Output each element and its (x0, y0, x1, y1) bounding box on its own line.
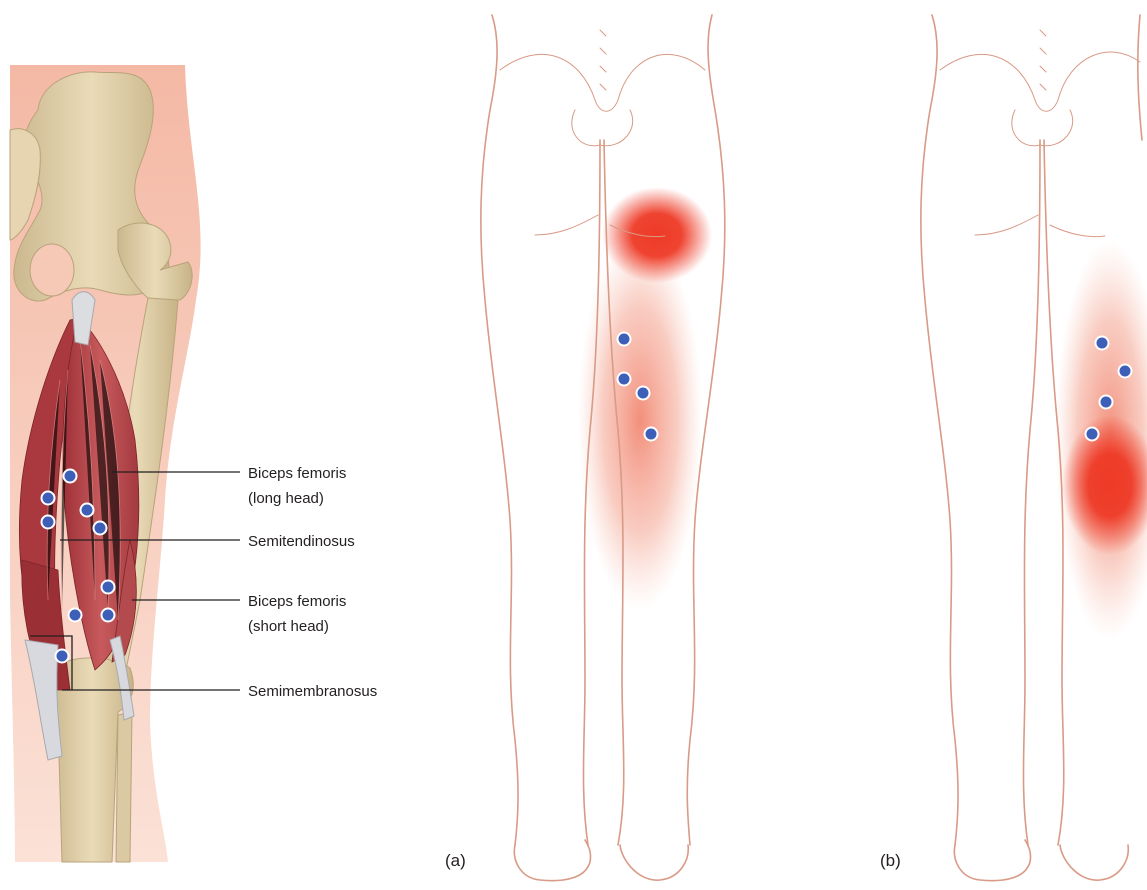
panel-a-pain-pattern: (a) (445, 15, 725, 881)
trigger-point-dot-icon (1100, 396, 1113, 409)
label-semitendinosus: Semitendinosus (248, 533, 355, 550)
trigger-point-dot-icon (56, 650, 69, 663)
anatomy-illustration: Biceps femoris (long head) Semitendinosu… (10, 65, 377, 862)
trigger-point-dot-icon (618, 373, 631, 386)
trigger-point-dot-icon (645, 428, 658, 441)
panel-b-pain-pattern: (b) (880, 15, 1147, 881)
trigger-point-dot-icon (81, 504, 94, 517)
trigger-point-dot-icon (1086, 428, 1099, 441)
trigger-point-dot-icon (42, 492, 55, 505)
trigger-point-dot-icon (42, 516, 55, 529)
trigger-point-dot-icon (94, 522, 107, 535)
pain-referral-zone-icon (578, 230, 702, 610)
label-biceps-femoris-long-line1: Biceps femoris (248, 465, 346, 482)
pain-referral-zone-icon (602, 187, 712, 283)
fibula (116, 712, 132, 862)
trigger-point-dot-icon (1119, 365, 1132, 378)
panel-label-a: (a) (445, 851, 466, 870)
trigger-point-dot-icon (102, 609, 115, 622)
trigger-point-dot-icon (102, 581, 115, 594)
label-biceps-femoris-short-line2: (short head) (248, 618, 329, 635)
trigger-point-dot-icon (618, 333, 631, 346)
label-biceps-femoris-short-line1: Biceps femoris (248, 593, 346, 610)
trigger-point-dot-icon (637, 387, 650, 400)
panel-label-b: (b) (880, 851, 901, 870)
label-biceps-femoris-long-line2: (long head) (248, 490, 324, 507)
trigger-point-dot-icon (64, 470, 77, 483)
label-semimembranosus: Semimembranosus (248, 683, 377, 700)
obturator-foramen (30, 244, 74, 296)
trigger-point-dot-icon (1096, 337, 1109, 350)
trigger-point-dot-icon (69, 609, 82, 622)
